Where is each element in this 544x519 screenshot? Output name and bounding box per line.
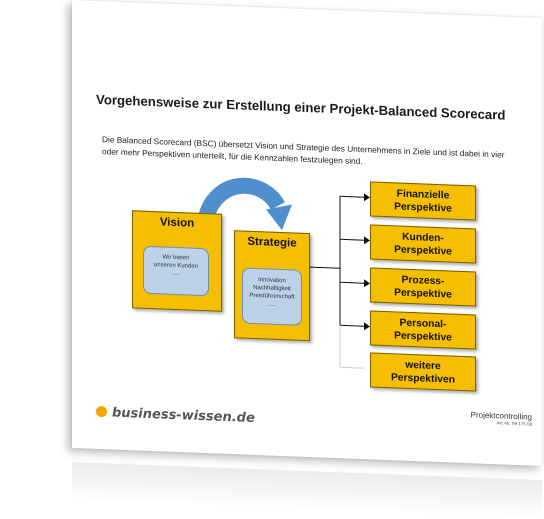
perspective-personal: Personal- Perspektive bbox=[370, 310, 476, 350]
vision-detail-box: Wir bieten unseren Kunden .... bbox=[143, 245, 209, 297]
strategie-detail-box: Innovation Nachhaltigkeit Preisführersch… bbox=[242, 267, 302, 326]
page-reflection bbox=[72, 462, 542, 519]
logo-dot-icon bbox=[96, 405, 107, 418]
document-page: Vorgehensweise zur Erstellung einer Proj… bbox=[72, 0, 542, 467]
perspective-line2: Perspektive bbox=[394, 200, 452, 215]
connector-lines bbox=[198, 177, 370, 369]
strategie-box: Strategie Innovation Nachhaltigkeit Prei… bbox=[234, 230, 310, 342]
perspective-kunden: Kunden- Perspektive bbox=[370, 224, 476, 264]
perspective-line2: Perspektiven bbox=[390, 371, 456, 386]
perspective-weitere: weitere Perspektiven bbox=[370, 352, 476, 392]
vision-to-strategie-arrowhead bbox=[266, 204, 292, 231]
vision-title: Vision bbox=[159, 216, 195, 230]
perspective-line2: Perspektive bbox=[394, 243, 452, 258]
perspective-line2: Perspektive bbox=[394, 286, 452, 301]
perspective-line2: Perspektive bbox=[394, 329, 452, 344]
vision-to-strategie-arrow bbox=[198, 177, 285, 221]
vision-line: .... bbox=[172, 270, 180, 278]
perspective-finanziell: Finanzielle Perspektive bbox=[370, 181, 476, 221]
vision-box: Vision Wir bieten unseren Kunden .... bbox=[132, 210, 222, 312]
strategie-title: Strategie bbox=[247, 235, 297, 250]
perspective-prozess: Prozess- Perspektive bbox=[370, 267, 476, 307]
